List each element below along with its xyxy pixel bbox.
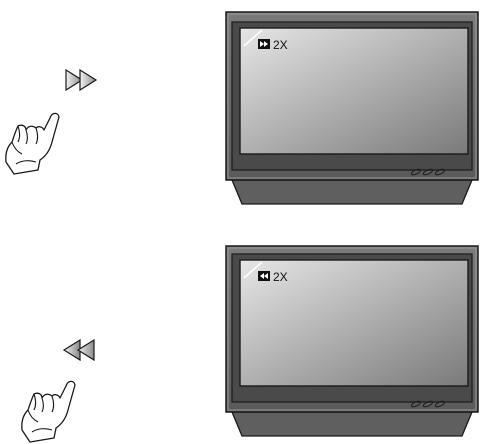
pointing-hand-icon — [22, 381, 75, 442]
television: 2X — [226, 12, 478, 204]
fast-forward-icon[interactable] — [66, 70, 96, 90]
television: 2X — [226, 246, 478, 436]
panel-rewind: 2X — [22, 246, 478, 442]
panel-fast-forward: 2X — [6, 12, 478, 204]
pointing-hand-icon — [6, 113, 59, 174]
osd-label: 2X — [273, 270, 288, 284]
rewind-icon[interactable] — [64, 340, 94, 360]
osd-label: 2X — [273, 38, 288, 52]
